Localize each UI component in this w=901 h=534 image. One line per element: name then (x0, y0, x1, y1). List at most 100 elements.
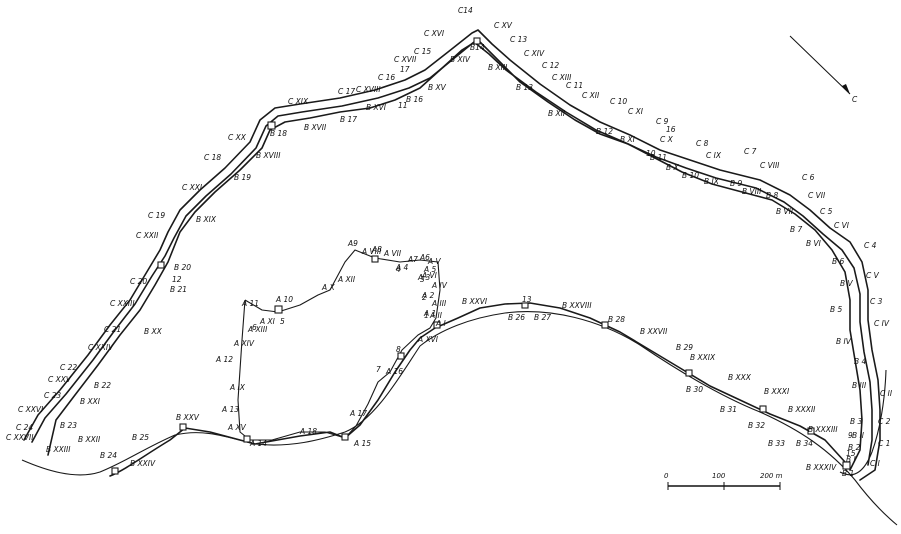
label-bxxvi: B XXVI (462, 297, 488, 306)
label-b14: B14 (470, 43, 485, 52)
label-avi: A VI (421, 271, 438, 280)
label-c24: C 24 (16, 423, 33, 432)
label-b33: B 33 (768, 439, 785, 448)
label-bvii: B VII (776, 207, 794, 216)
label-b28: B 28 (608, 315, 625, 324)
label-c10: C 10 (610, 97, 627, 106)
label-a3: A 3 (417, 273, 431, 282)
label-bxxxiii: B XXXIII (808, 425, 838, 434)
label-c12: C 12 (542, 61, 559, 70)
label-n2: 2 (422, 293, 427, 302)
label-n15: 15 (846, 449, 856, 458)
label-cxii: C XII (582, 91, 600, 100)
label-axv: A XV (227, 423, 247, 432)
label-bxx: B XX (144, 327, 163, 336)
label-a11: A 11 (241, 299, 259, 308)
label-b21: B 21 (170, 285, 187, 294)
label-bxxiii: B XXIII (46, 445, 71, 454)
scale-tick-100: 100 (712, 472, 726, 480)
label-a16: A 16 (385, 367, 403, 376)
label-b22: B 22 (94, 381, 111, 390)
label-cv: C V (866, 271, 880, 280)
label-a2: A 2 (421, 291, 435, 300)
label-cxv: C XV (494, 21, 513, 30)
label-cxvi: C XVI (424, 29, 445, 38)
label-ai: A I (435, 319, 447, 328)
label-n13: 13 (522, 295, 532, 304)
label-c1: C 1 (878, 439, 890, 448)
label-c21: C 21 (104, 325, 121, 334)
scale-tick-0: 0 (664, 472, 669, 480)
scale-tick-200: 200 m (760, 472, 783, 480)
label-bxvi: B XVI (366, 103, 387, 112)
label-aviii: A VIII (361, 247, 382, 256)
label-a15: A 15 (353, 439, 371, 448)
label-bviii: B VIII (742, 187, 762, 196)
outer-wall-inner-line (31, 41, 873, 466)
north-label: C (852, 95, 858, 104)
label-c19: C 19 (148, 211, 165, 220)
label-c18: C 18 (204, 153, 221, 162)
label-n5: 5 (280, 317, 285, 326)
label-a12: A 12 (215, 355, 233, 364)
label-b4: B 4 (854, 357, 867, 366)
label-ax: A X (321, 283, 336, 292)
label-cxix: C XIX (288, 97, 309, 106)
label-avii: A VII (383, 249, 402, 258)
label-cvii: C VII (808, 191, 826, 200)
label-a14: A 14 (249, 439, 267, 448)
label-cix: C IX (706, 151, 722, 160)
label-cxx: C XX (228, 133, 247, 142)
label-bxxi: B XXI (80, 397, 101, 406)
label-bii: B II (852, 431, 865, 440)
label-n10: 10 (646, 149, 656, 158)
outer-labels: C14 C XV C 13 C XIV C 12 C XIII C 11 C X… (6, 6, 893, 468)
label-bxxxii: B XXXII (788, 405, 816, 414)
label-c5: C 5 (820, 207, 833, 216)
label-b9: B 9 (730, 179, 743, 188)
label-a17: A 17 (349, 409, 367, 418)
label-b17: B 17 (340, 115, 357, 124)
label-cvi: C VI (834, 221, 850, 230)
label-cxvii: C XVII (394, 55, 417, 64)
label-bxviii: B XVIII (256, 151, 281, 160)
label-b31: B 31 (720, 405, 737, 414)
label-n4: 4 (396, 265, 401, 274)
label-a9: A9 (347, 239, 358, 248)
label-b7: B 7 (790, 225, 803, 234)
river-bank-right (839, 369, 887, 476)
label-cxxiii: C XXIII (110, 299, 135, 308)
outer-wall (23, 29, 881, 481)
label-b13: B 13 (516, 83, 533, 92)
label-axii: A XII (337, 275, 356, 284)
label-b16: B 16 (406, 95, 423, 104)
label-a7: A7 (407, 255, 418, 264)
label-a10: A 10 (275, 295, 293, 304)
label-ci: C I (870, 459, 881, 468)
river-wall (109, 302, 846, 477)
label-cxxvi: C XXVI (18, 405, 44, 414)
label-c8: C 8 (696, 139, 709, 148)
label-c6: C 6 (802, 173, 815, 182)
label-n16: 16 (666, 125, 676, 134)
label-bxxxiv: B XXXIV (806, 463, 837, 472)
label-n8: 8 (396, 345, 401, 354)
label-bxxvii: B XXVII (640, 327, 668, 336)
label-bxiii: B XIII (488, 63, 508, 72)
label-c11: C 11 (566, 81, 583, 90)
label-cxiv: C XIV (524, 49, 545, 58)
label-c9: C 9 (656, 117, 669, 126)
label-av: A V (427, 257, 442, 266)
label-aiv: A IV (431, 281, 448, 290)
label-b19: B 19 (234, 173, 251, 182)
inner-wall (47, 39, 863, 471)
label-bxxxi: B XXXI (764, 387, 790, 396)
label-bxix: B XIX (196, 215, 217, 224)
label-b10: B 10 (682, 171, 699, 180)
label-b18: B 18 (270, 129, 287, 138)
label-cxxvii: C XXVII (6, 433, 34, 442)
label-cxviii: C XVIII (356, 85, 381, 94)
label-bv: B V (840, 279, 854, 288)
label-biv: B IV (836, 337, 852, 346)
label-n7: 7 (376, 365, 381, 374)
